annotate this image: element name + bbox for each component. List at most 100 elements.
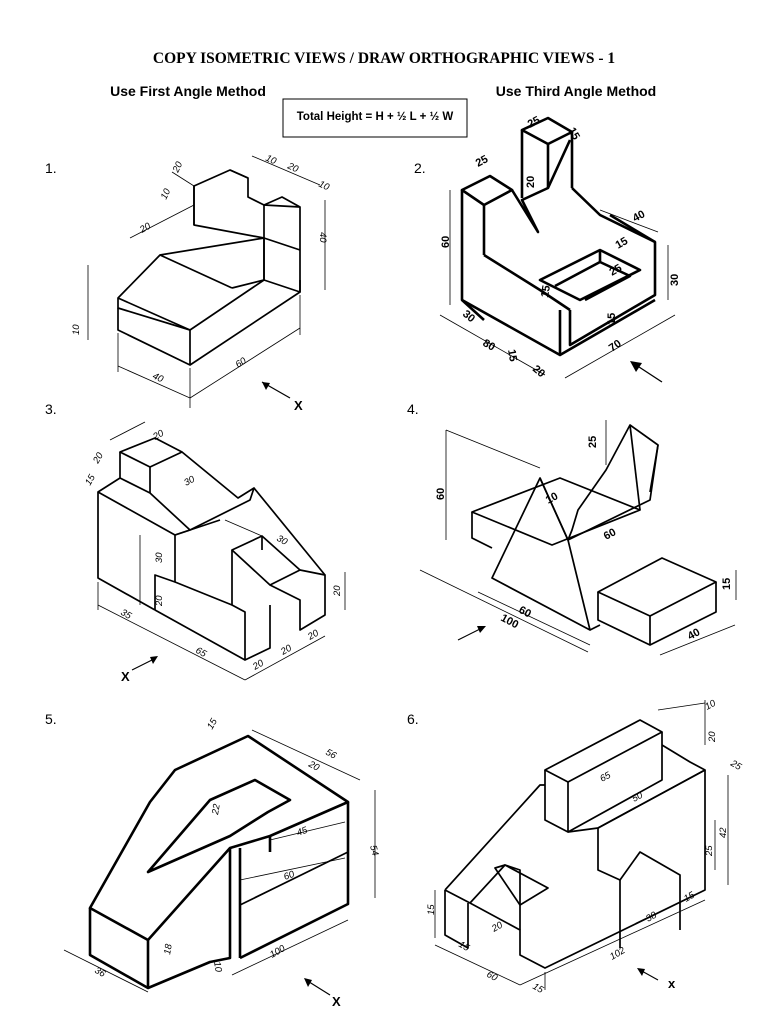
dim-label: 20 xyxy=(170,159,185,175)
dim-label: 20 xyxy=(150,428,166,443)
dim-label: 15 xyxy=(205,716,220,731)
dim-label: 54 xyxy=(367,844,380,857)
view-label: X xyxy=(294,398,303,413)
dim-label: 65 xyxy=(194,645,209,660)
dim-label: 15 xyxy=(565,126,582,143)
dim-label: 18 xyxy=(162,942,175,955)
dim-label: 60 xyxy=(234,355,249,370)
figure-3-number: 3. xyxy=(45,401,57,417)
dim-label: 42 xyxy=(718,827,729,838)
figure-3: 3. 20 20 15 30 30 xyxy=(45,401,346,684)
dim-label: 15 xyxy=(505,348,519,362)
dim-label: 50 xyxy=(630,790,645,805)
figure-5-number: 5. xyxy=(45,711,57,727)
dim-label: 25 xyxy=(587,436,599,448)
dim-label: 15 xyxy=(83,472,98,487)
arrowhead xyxy=(630,361,642,372)
dim-label: 25 xyxy=(704,845,715,857)
view-arrow xyxy=(635,364,663,383)
dim-label: 40 xyxy=(151,371,166,386)
figure-2-drawing: 25 15 25 20 40 15 25 30 60 15 15 30 80 1… xyxy=(439,114,681,383)
figure-1: 1. 10 xyxy=(45,153,332,413)
dim-label: 60 xyxy=(440,236,452,248)
right-method-heading: Use Third Angle Method xyxy=(496,83,656,99)
dim-label: 70 xyxy=(607,338,624,355)
dim-label: 102 xyxy=(608,945,628,963)
dim-label: 30 xyxy=(275,533,290,548)
arrowhead xyxy=(304,978,312,987)
dim-label: 40 xyxy=(686,626,702,642)
arrowhead xyxy=(637,968,645,976)
dim-label: 15 xyxy=(539,284,553,298)
view-arrow xyxy=(457,627,483,641)
figure-2-number: 2. xyxy=(414,160,426,176)
dim-label: 15 xyxy=(606,313,618,325)
dim-label: 65 xyxy=(598,770,613,785)
page-title: COPY ISOMETRIC VIEWS / DRAW ORTHOGRAPHIC… xyxy=(153,50,615,67)
dim-label: 20 xyxy=(91,450,107,466)
figure-6: 6. 10 20 25 65 50 xyxy=(407,698,744,997)
dim-label: 15 xyxy=(614,235,631,252)
formula-text: Total Height = H + ½ L + ½ W xyxy=(297,111,454,123)
dim-label: 20 xyxy=(530,363,547,380)
dim-label: 10 xyxy=(159,186,174,201)
dim-label: 35 xyxy=(119,607,134,622)
dim-label: 56 xyxy=(324,747,339,762)
dim-label: 10 xyxy=(71,324,82,335)
dim-label: 10 xyxy=(264,153,279,168)
dim-label: 10 xyxy=(544,490,560,506)
dim-label: 25 xyxy=(728,758,744,774)
dim-label: 25 xyxy=(526,114,542,130)
dim-label: 60 xyxy=(435,488,447,500)
arrowhead xyxy=(262,382,270,390)
dim-label: 30 xyxy=(669,274,681,286)
dim-label: 10 xyxy=(317,179,332,194)
figure-4-drawing: 25 60 10 60 15 60 100 40 xyxy=(419,420,737,656)
figure-1-number: 1. xyxy=(45,160,57,176)
dim-label: 40 xyxy=(317,232,328,243)
dim-label: 15 xyxy=(682,889,697,904)
dim-label: 80 xyxy=(481,337,498,354)
dim-label: 100 xyxy=(268,943,288,961)
figure-4: 4. 25 60 10 60 15 60 100 xyxy=(407,401,737,656)
dim-label: 25 xyxy=(474,153,490,169)
left-method-heading: Use First Angle Method xyxy=(110,83,266,99)
dim-label: 15 xyxy=(426,904,437,915)
view-label: X xyxy=(332,994,341,1009)
dim-label: 30 xyxy=(154,552,165,563)
dim-label: 10 xyxy=(703,698,718,713)
dim-label: 15 xyxy=(721,578,733,590)
dim-label: 60 xyxy=(485,969,500,984)
view-label: x xyxy=(668,976,676,991)
dim-label: 20 xyxy=(707,731,718,743)
dim-label: 30 xyxy=(182,474,197,489)
dim-label: 60 xyxy=(282,869,296,883)
view-label: X xyxy=(121,669,130,684)
dim-label: 45 xyxy=(295,825,309,839)
dim-label: 20 xyxy=(489,919,505,935)
dim-label: 20 xyxy=(285,160,301,175)
figure-4-number: 4. xyxy=(407,401,419,417)
dim-label: 10 xyxy=(211,961,224,974)
figure-2: 2. xyxy=(414,114,681,383)
figure-1-drawing: 10 20 10 20 10 20 40 10 40 60 X xyxy=(71,153,332,413)
figure-3-drawing: 20 20 15 30 30 30 20 20 35 65 20 20 20 X xyxy=(83,421,346,684)
dim-label: 25 xyxy=(608,262,625,279)
dim-label: 20 xyxy=(137,220,153,236)
dim-label: 20 xyxy=(250,657,266,673)
dim-label: 20 xyxy=(305,627,321,643)
dim-label: 20 xyxy=(306,758,322,773)
figure-5: 5. 15 56 20 22 45 60 54 36 18 xyxy=(45,711,380,1009)
dim-label: 15 xyxy=(531,981,546,996)
figure-6-number: 6. xyxy=(407,711,419,727)
dim-label: 20 xyxy=(278,642,294,658)
dim-label: 60 xyxy=(602,526,618,542)
dim-label: 60 xyxy=(517,604,533,620)
arrowhead xyxy=(477,626,486,633)
dim-label: 40 xyxy=(631,208,647,224)
dim-label: 20 xyxy=(154,595,165,607)
dim-label: 20 xyxy=(525,176,537,188)
formula-box: Total Height = H + ½ L + ½ W xyxy=(282,98,468,138)
figure-5-drawing: 15 56 20 22 45 60 54 36 18 10 100 X xyxy=(63,716,380,1009)
